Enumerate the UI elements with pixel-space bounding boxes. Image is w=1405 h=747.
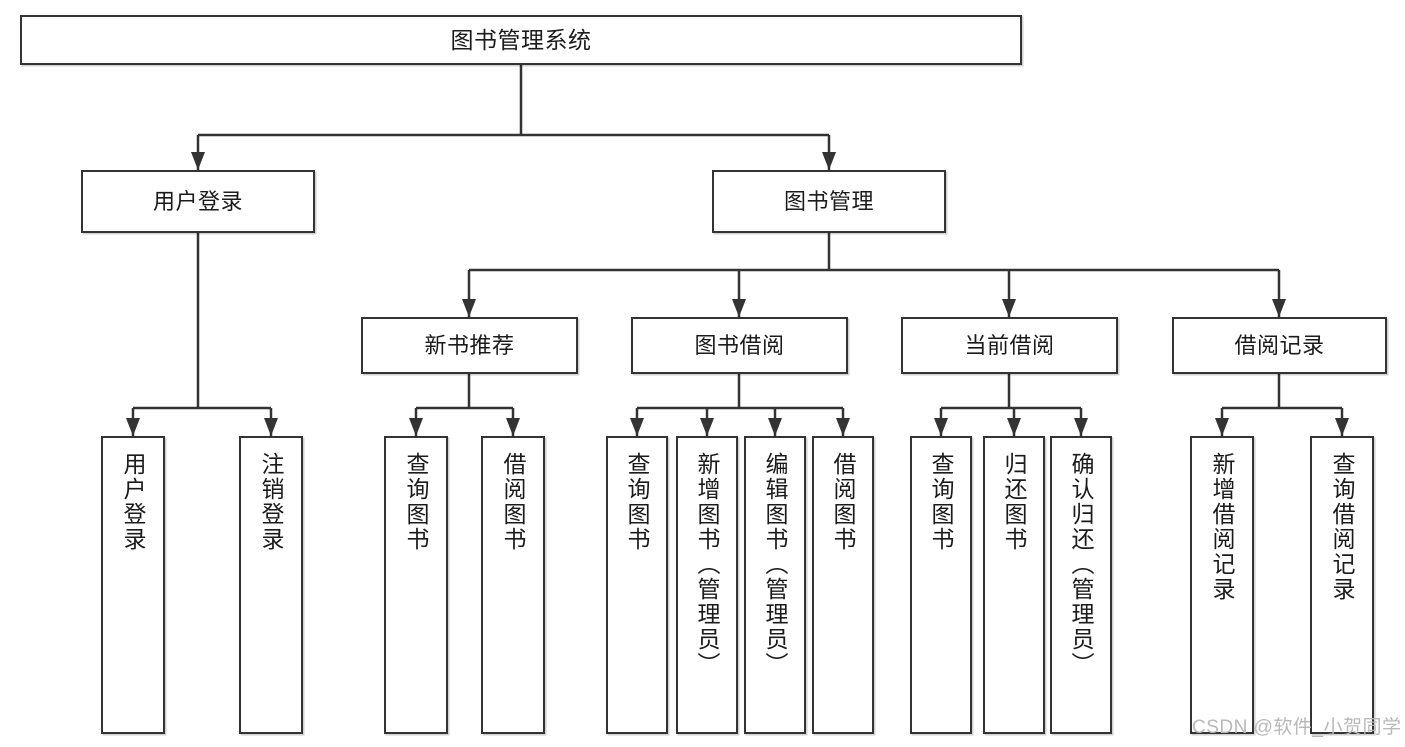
node-label: 查询图书 bbox=[624, 452, 651, 552]
arrow-icon-newbook_to_leaves-0 bbox=[409, 418, 423, 436]
node-level2-图书管理[interactable]: 图书管理 bbox=[712, 170, 946, 233]
node-leaf-12-查询借阅记录[interactable]: 查询借阅记录 bbox=[1310, 436, 1374, 734]
node-label: 借阅图书 bbox=[500, 452, 527, 552]
arrow-icon-level2_mgmt_to_level3-1 bbox=[732, 299, 746, 317]
arrow-icon-current_to_leaves-1 bbox=[1007, 418, 1021, 436]
node-label: 当前借阅 bbox=[964, 332, 1055, 358]
arrow-icon-borrow_to_leaves-0 bbox=[630, 418, 644, 436]
watermark: CSDN @软件_小贺同学 bbox=[1192, 717, 1402, 738]
node-leaf-3-借阅图书[interactable]: 借阅图书 bbox=[481, 436, 545, 734]
arrow-icon-newbook_to_leaves-1 bbox=[506, 418, 520, 436]
arrow-icon-root_to_level2-0 bbox=[191, 152, 205, 170]
node-label: 注销登录 bbox=[258, 452, 285, 552]
node-label: 用户登录 bbox=[120, 452, 147, 552]
node-root-图书管理系统[interactable]: 图书管理系统 bbox=[20, 15, 1022, 65]
arrow-icon-level2_mgmt_to_level3-0 bbox=[462, 299, 476, 317]
node-label: 确认归还（管理员） bbox=[1068, 452, 1095, 677]
node-leaf-8-查询图书[interactable]: 查询图书 bbox=[910, 436, 972, 734]
node-label: 图书管理 bbox=[783, 188, 874, 214]
node-level3-借阅记录[interactable]: 借阅记录 bbox=[1172, 317, 1387, 374]
node-level3-图书借阅[interactable]: 图书借阅 bbox=[631, 317, 848, 374]
arrow-icon-level2_mgmt_to_level3-3 bbox=[1272, 299, 1286, 317]
node-label: 借阅图书 bbox=[830, 452, 857, 552]
node-leaf-11-新增借阅记录[interactable]: 新增借阅记录 bbox=[1190, 436, 1254, 734]
node-leaf-4-查询图书[interactable]: 查询图书 bbox=[606, 436, 668, 734]
arrow-icon-current_to_leaves-0 bbox=[934, 418, 948, 436]
node-label: 查询借阅记录 bbox=[1329, 452, 1356, 602]
node-leaf-6-编辑图书管理员[interactable]: 编辑图书（管理员） bbox=[744, 436, 806, 734]
node-level2-用户登录[interactable]: 用户登录 bbox=[81, 170, 315, 233]
arrow-icon-records_to_leaves-1 bbox=[1335, 418, 1349, 436]
node-label: 查询图书 bbox=[928, 452, 955, 552]
node-leaf-10-确认归还管理员[interactable]: 确认归还（管理员） bbox=[1050, 436, 1112, 734]
node-label: 图书管理系统 bbox=[450, 26, 592, 53]
arrow-icon-level2_mgmt_to_level3-2 bbox=[1002, 299, 1016, 317]
node-leaf-2-查询图书[interactable]: 查询图书 bbox=[384, 436, 448, 734]
node-label: 图书借阅 bbox=[694, 332, 785, 358]
node-leaf-1-注销登录[interactable]: 注销登录 bbox=[239, 436, 303, 734]
node-leaf-9-归还图书[interactable]: 归还图书 bbox=[983, 436, 1045, 734]
node-level3-当前借阅[interactable]: 当前借阅 bbox=[901, 317, 1118, 374]
arrow-icon-root_to_level2-1 bbox=[822, 152, 836, 170]
node-label: 编辑图书（管理员） bbox=[762, 452, 789, 677]
arrow-icon-borrow_to_leaves-1 bbox=[700, 418, 714, 436]
node-label: 新书推荐 bbox=[424, 332, 515, 358]
node-label: 借阅记录 bbox=[1234, 332, 1325, 358]
arrow-icon-records_to_leaves-0 bbox=[1215, 418, 1229, 436]
node-label: 归还图书 bbox=[1001, 452, 1028, 552]
node-label: 新增借阅记录 bbox=[1209, 452, 1236, 602]
node-label: 查询图书 bbox=[403, 452, 430, 552]
arrow-icon-login_to_leaves-1 bbox=[264, 418, 278, 436]
node-label: 用户登录 bbox=[152, 188, 243, 214]
arrow-icon-borrow_to_leaves-3 bbox=[836, 418, 850, 436]
arrow-icon-current_to_leaves-2 bbox=[1074, 418, 1088, 436]
node-leaf-7-借阅图书[interactable]: 借阅图书 bbox=[812, 436, 874, 734]
node-leaf-5-新增图书管理员[interactable]: 新增图书（管理员） bbox=[676, 436, 738, 734]
node-label: 新增图书（管理员） bbox=[694, 452, 721, 677]
arrow-icon-login_to_leaves-0 bbox=[126, 418, 140, 436]
node-leaf-0-用户登录[interactable]: 用户登录 bbox=[101, 436, 165, 734]
arrow-icon-borrow_to_leaves-2 bbox=[768, 418, 782, 436]
node-level3-新书推荐[interactable]: 新书推荐 bbox=[361, 317, 578, 374]
